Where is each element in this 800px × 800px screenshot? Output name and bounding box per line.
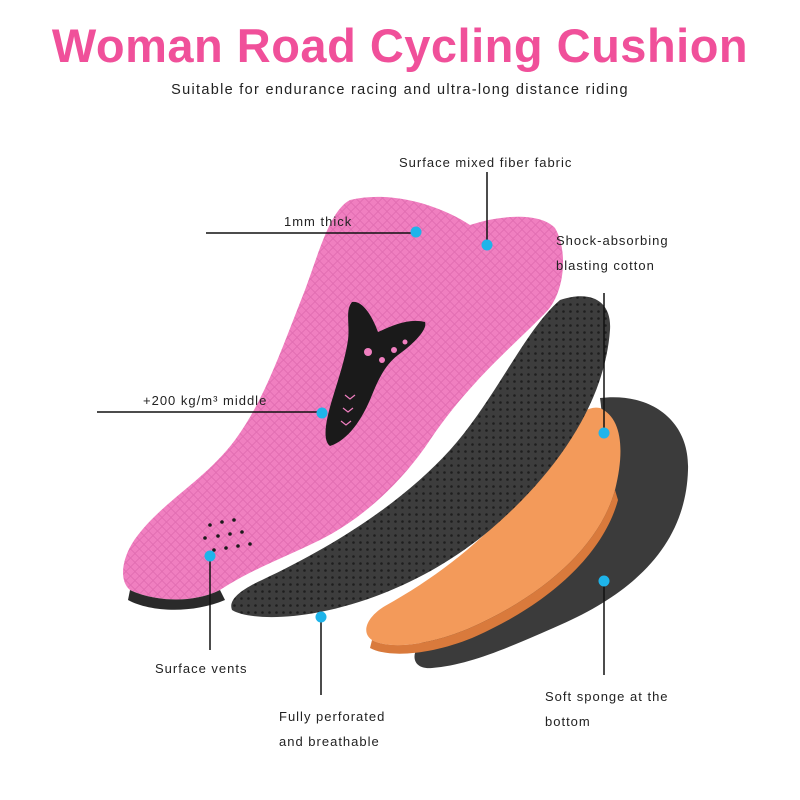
callout-dot-perforated — [315, 611, 327, 623]
callout-perforated-line2: and breathable — [279, 734, 380, 749]
callout-density: +200 kg/m³ middle — [143, 393, 268, 408]
bottom-sponge-layer — [414, 397, 689, 669]
page-subtitle: Suitable for endurance racing and ultra-… — [171, 82, 629, 98]
callout-thick: 1mm thick — [284, 214, 353, 229]
callout-surface-fabric: Surface mixed fiber fabric — [399, 155, 573, 170]
callout-dot-vents — [204, 550, 216, 562]
perforated-middle-layer — [231, 296, 611, 618]
callout-sponge-line2: bottom — [545, 714, 591, 729]
callout-dot-thick — [410, 226, 422, 238]
callout-dot-sponge — [598, 575, 610, 587]
callout-shock-line1: Shock-absorbing — [556, 233, 669, 248]
page-title: Woman Road Cycling Cushion — [51, 19, 749, 72]
callout-dot-shock — [598, 427, 610, 439]
callout-vents: Surface vents — [155, 661, 248, 676]
vent-holes — [203, 518, 252, 552]
callout-sponge-line1: Soft sponge at the — [545, 689, 669, 704]
callout-shock-line2: blasting cotton — [556, 258, 655, 273]
callout-perforated-line1: Fully perforated — [279, 709, 386, 724]
callout-dot-fabric — [481, 239, 493, 251]
callout-dot-density — [316, 407, 328, 419]
